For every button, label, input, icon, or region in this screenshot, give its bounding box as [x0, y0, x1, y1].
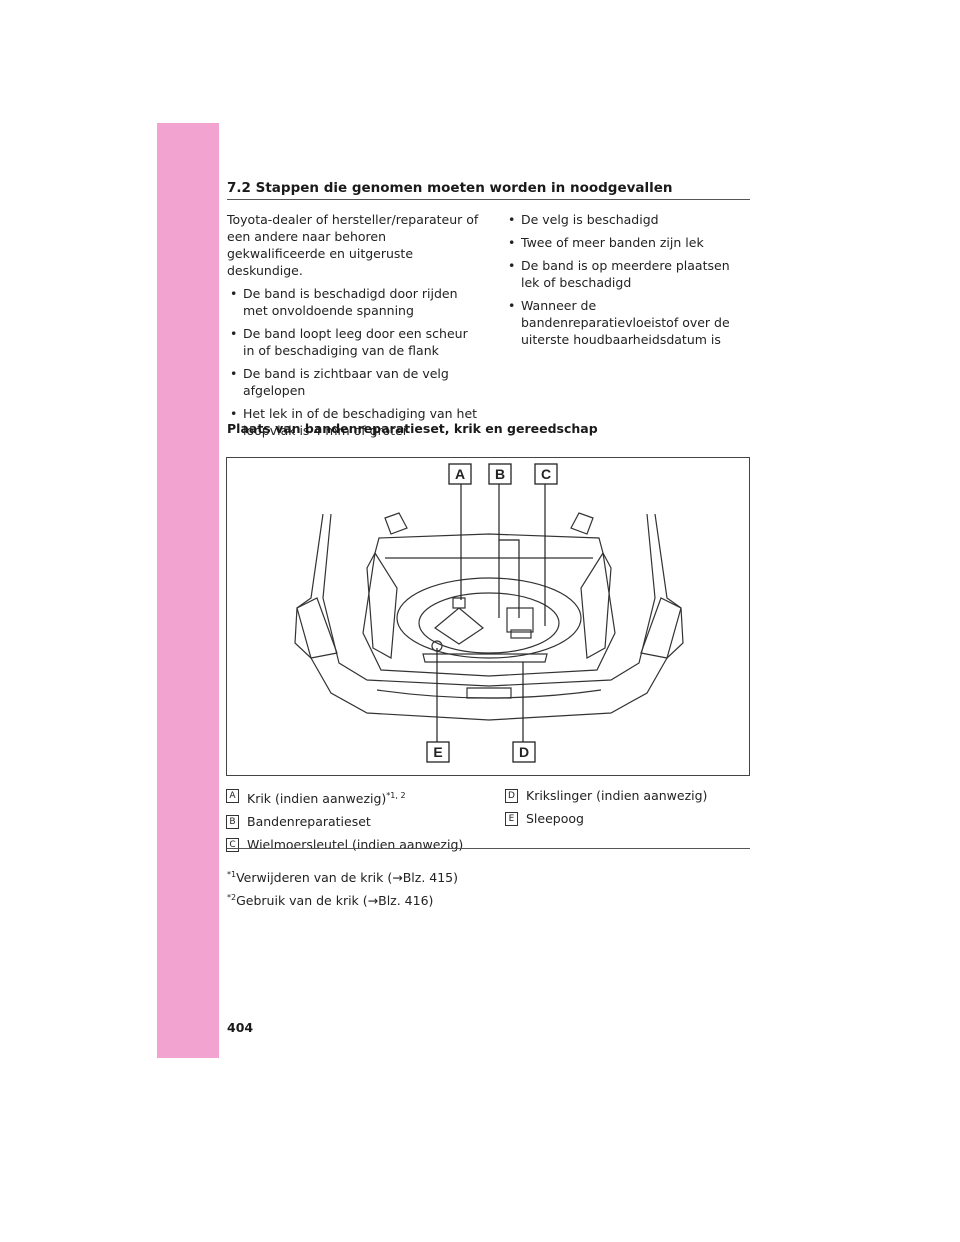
legend-key: C: [226, 838, 239, 853]
footnote-mark: *1: [227, 870, 237, 879]
legend-item-d: D Krikslinger (indien aanwezig): [505, 787, 750, 804]
callout-a: A: [455, 466, 465, 482]
legend-item-b: B Bandenreparatieset: [226, 813, 486, 830]
legend-item-c: C Wielmoersleutel (indien aanwezig): [226, 836, 486, 853]
legend-key: D: [505, 789, 518, 803]
section-header: 7.2 Stappen die genomen moeten worden in…: [227, 180, 673, 196]
car-trunk-illustration: A B C D E: [294, 463, 684, 763]
section-end-divider: [227, 848, 750, 849]
legend-key: E: [505, 812, 518, 826]
list-item: De band is op meerdere plaatsen lek of b…: [505, 257, 750, 291]
left-bullet-list: De band is beschadigd door rijden met on…: [227, 285, 482, 439]
trunk-figure: A B C D E: [226, 457, 750, 776]
legend-key: A: [226, 789, 239, 803]
footnote-text[interactable]: Verwijderen van de krik (→Blz. 415): [236, 870, 459, 886]
list-item: Wanneer de bandenreparatievloeistof over…: [505, 297, 750, 348]
callout-b: B: [495, 466, 505, 482]
legend-sup: *1, 2: [386, 791, 406, 800]
list-item: De band is beschadigd door rijden met on…: [227, 285, 482, 319]
footnote-1: *1Verwijderen van de krik (→Blz. 415): [227, 866, 458, 886]
list-item: De band loopt leeg door een scheur in of…: [227, 325, 482, 359]
left-text-column: Toyota-dealer of hersteller/reparateur o…: [227, 211, 482, 445]
footnote-2: *2Gebruik van de krik (→Blz. 416): [227, 889, 433, 909]
list-item: De velg is beschadigd: [505, 211, 750, 228]
list-item: De band is zichtbaar van de velg afgelop…: [227, 365, 482, 399]
footnote-text[interactable]: Gebruik van de krik (→Blz. 416): [236, 893, 434, 909]
legend-label: Sleepoog: [526, 811, 584, 826]
intro-paragraph: Toyota-dealer of hersteller/reparateur o…: [227, 212, 479, 278]
header-divider: [227, 199, 750, 200]
legend-label: Krikslinger (indien aanwezig): [526, 788, 708, 803]
legend-label: Krik (indien aanwezig)*1, 2: [247, 791, 406, 807]
legend-item-a: A Krik (indien aanwezig)*1, 2: [226, 787, 486, 807]
list-item: Het lek in of de beschadiging van het lo…: [227, 405, 482, 439]
legend-item-e: E Sleepoog: [505, 810, 750, 827]
callout-c: C: [541, 466, 551, 482]
legend-label: Wielmoersleutel (indien aanwezig): [247, 837, 464, 853]
figure-subheading: Plaats van bandenreparatieset, krik en g…: [227, 421, 598, 436]
list-item: Twee of meer banden zijn lek: [505, 234, 750, 251]
chapter-side-tab: [157, 123, 219, 1058]
callout-e: E: [433, 744, 442, 760]
callout-d: D: [519, 744, 529, 760]
legend-right: D Krikslinger (indien aanwezig) E Sleepo…: [505, 787, 750, 833]
footnote-mark: *2: [227, 893, 237, 902]
right-text-column: De velg is beschadigd Twee of meer bande…: [505, 211, 750, 354]
legend-label: Bandenreparatieset: [247, 814, 371, 830]
legend-key: B: [226, 815, 239, 830]
page-number: 404: [227, 1020, 254, 1035]
right-bullet-list: De velg is beschadigd Twee of meer bande…: [505, 211, 750, 348]
